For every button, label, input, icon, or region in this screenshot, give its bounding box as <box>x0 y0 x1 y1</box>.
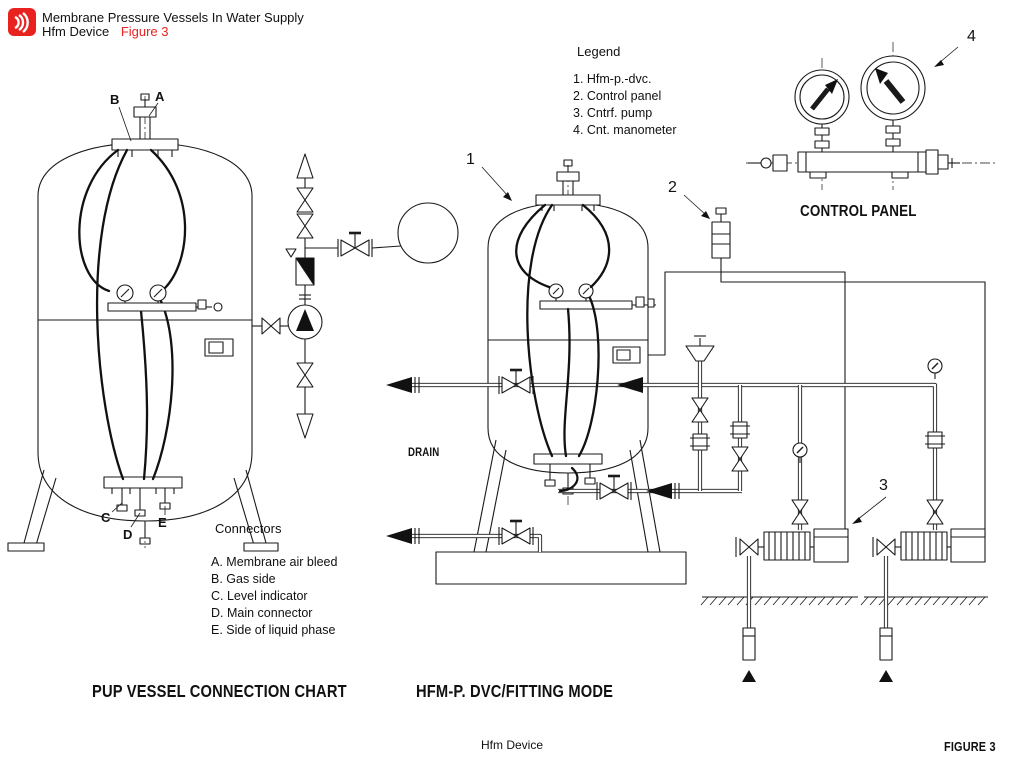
pressure-gauge-icon <box>792 442 808 464</box>
piping-network <box>386 203 946 630</box>
union-fitting-icon <box>729 421 751 439</box>
port-label-b: B <box>110 92 120 107</box>
callout-2: 2 <box>668 179 677 196</box>
drain-arrow-upper <box>386 377 412 393</box>
legend-item-1: 1. Hfm-p.-dvc. <box>573 72 652 86</box>
page-title: Membrane Pressure Vessels In Water Suppl… <box>42 10 304 25</box>
vessel-base-slab <box>435 551 687 585</box>
pup-vessel-drawing <box>7 93 279 552</box>
port-label-a: A <box>155 89 165 104</box>
pump-assembly-2 <box>872 528 986 563</box>
connector-item-d: D. Main connector <box>211 606 313 620</box>
connector-item-c: C. Level indicator <box>211 589 308 603</box>
legend-item-4: 4. Cnt. manometer <box>573 123 677 137</box>
port-label-e: E <box>158 515 167 530</box>
port-label-c: C <box>101 510 111 525</box>
well-1 <box>742 627 756 682</box>
expansion-tank-circle <box>397 202 459 264</box>
legend-item-2: 2. Control panel <box>573 89 662 103</box>
union-fitting-icon <box>924 431 946 449</box>
footer-figure-label: FIGURE 3 <box>944 739 996 754</box>
well-2 <box>879 627 893 682</box>
union-fitting-icon <box>689 433 711 451</box>
control-panel-title: CONTROL PANEL <box>800 203 917 220</box>
connector-item-a: A. Membrane air bleed <box>211 555 338 569</box>
middle-section-title: HFM-P. DVC/FITTING MODE <box>416 681 614 701</box>
page-subtitle: Hfm Device <box>42 24 110 39</box>
brand-logo-icon <box>8 8 36 36</box>
connector-item-b: B. Gas side <box>211 572 276 586</box>
funnel-icon <box>685 345 715 362</box>
footer-text: Hfm Device <box>480 738 543 752</box>
callout-4: 4 <box>967 28 976 45</box>
valve-icon <box>791 499 809 525</box>
control-panel-drawing <box>748 55 960 179</box>
ground-water-line <box>700 596 988 606</box>
legend-item-3: 3. Cntrf. pump <box>573 106 653 120</box>
callout-1: 1 <box>466 151 475 168</box>
valve-icon <box>691 397 709 423</box>
left-section-title: PUP VESSEL CONNECTION CHART <box>92 681 347 701</box>
valve-icon <box>731 446 749 472</box>
pump-assembly-1 <box>735 528 849 563</box>
figure-ref: Figure 3 <box>120 24 169 39</box>
hfm-vessel-drawing <box>435 159 687 585</box>
vessel-hoses <box>78 148 187 481</box>
control-box-drawing <box>711 207 731 259</box>
callout-3: 3 <box>879 477 888 494</box>
manometer-right-icon <box>860 55 926 121</box>
valve-icon <box>926 499 944 525</box>
connector-item-e: E. Side of liquid phase <box>211 623 336 637</box>
hfm-vessel-hoses <box>515 203 611 458</box>
page-subtitle-row: Hfm Device Figure 3 <box>42 24 169 39</box>
fitting-column <box>252 153 459 439</box>
port-label-d: D <box>123 527 133 542</box>
gate-valve-icon <box>595 474 633 502</box>
callout-arrows <box>481 46 959 524</box>
control-cable-runs <box>648 258 986 536</box>
drain-arrow-lower <box>386 528 412 544</box>
legend-heading: Legend <box>577 44 621 59</box>
drain-label: DRAIN <box>408 447 440 459</box>
connectors-heading: Connectors <box>215 521 282 536</box>
pressure-gauge-icon <box>927 358 943 380</box>
manometer-left-icon <box>794 69 850 125</box>
port-leaders <box>111 102 166 528</box>
gate-valve-icon <box>497 519 535 547</box>
